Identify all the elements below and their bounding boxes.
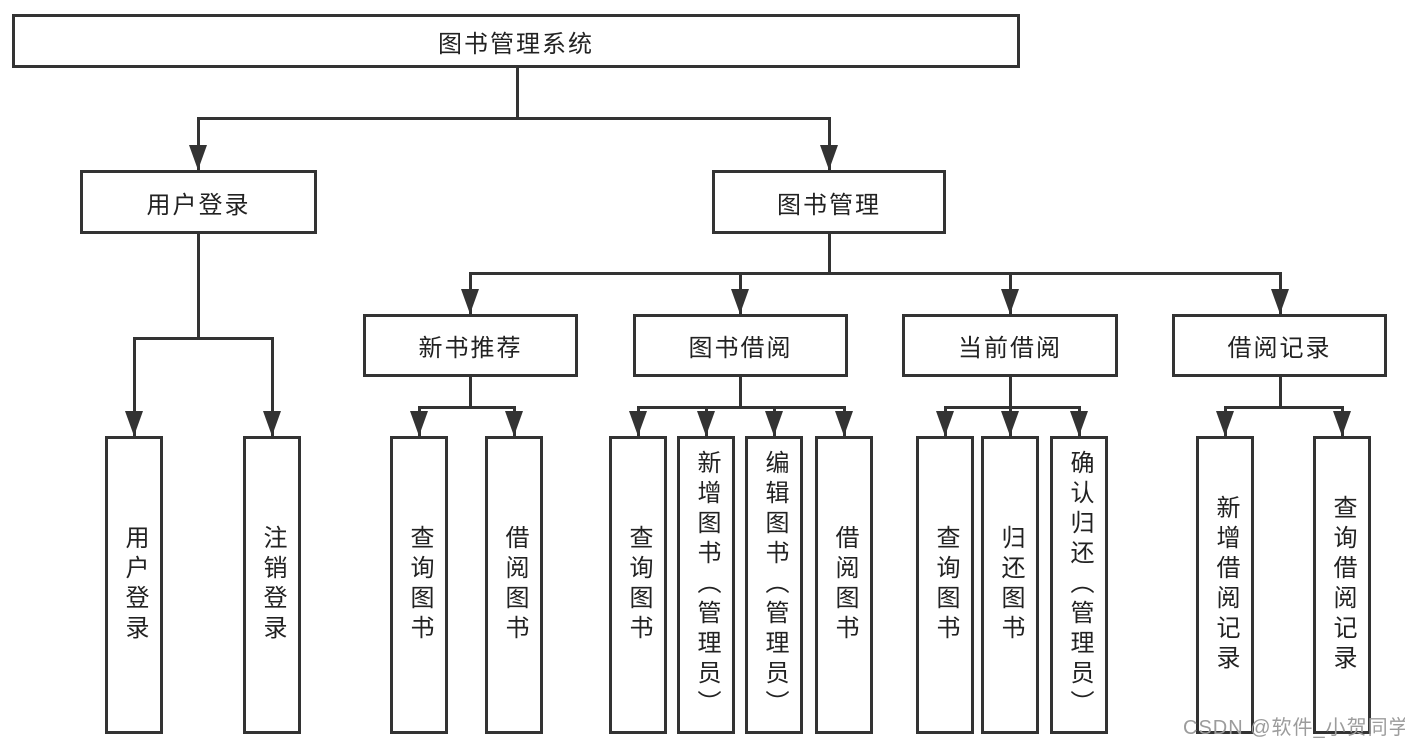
arrowhead-down [1001, 411, 1019, 436]
connector-new-book-rec-bar [418, 406, 516, 409]
node-book-mgmt-label: 图书管理 [777, 191, 881, 219]
connector-book-borrow-stem [739, 377, 742, 409]
connector-borrow-record-bar [1224, 406, 1343, 409]
leaf-label: 查询图书 [406, 525, 433, 645]
connector-book-mgmt-stem [828, 234, 831, 275]
connector-book-mgmt-bar [469, 272, 1281, 275]
connector-book-borrow-bar [637, 406, 845, 409]
arrowhead-down [1001, 289, 1019, 314]
leaf-label: 用户登录 [121, 525, 148, 645]
node-leaf-rec-query-books: 查询图书 [390, 436, 448, 734]
arrowhead-down [765, 411, 783, 436]
node-root-label: 图书管理系统 [438, 30, 594, 58]
leaf-label: 注销登录 [259, 525, 286, 645]
arrowhead-down [731, 289, 749, 314]
connector-root-bar [197, 117, 830, 120]
node-leaf-bb-borrow-books: 借阅图书 [815, 436, 873, 734]
node-leaf-bb-query-books: 查询图书 [609, 436, 667, 734]
leaf-label: 查询图书 [625, 525, 652, 645]
arrowhead-down [125, 411, 143, 436]
leaf-label: 查询图书 [932, 525, 959, 645]
arrowhead-down [697, 411, 715, 436]
arrowhead-down [505, 411, 523, 436]
node-user-login: 用户登录 [80, 170, 317, 234]
node-borrow-record: 借阅记录 [1172, 314, 1387, 377]
node-leaf-cb-query-books: 查询图书 [916, 436, 974, 734]
node-leaf-cb-confirm-return: 确认归还（管理员） [1050, 436, 1108, 734]
node-root: 图书管理系统 [12, 14, 1020, 68]
connector-user-login-stem [197, 234, 200, 337]
node-leaf-br-add-record: 新增借阅记录 [1196, 436, 1254, 734]
arrowhead-down [461, 289, 479, 314]
leaf-label: 编辑图书（管理员） [761, 450, 788, 720]
node-book-mgmt: 图书管理 [712, 170, 946, 234]
leaf-label: 新增借阅记录 [1212, 495, 1239, 675]
node-borrow-record-label: 借阅记录 [1227, 335, 1332, 362]
connector-current-borrow-bar [944, 406, 1080, 409]
connector-current-borrow-stem [1009, 377, 1012, 409]
arrowhead-down [629, 411, 647, 436]
node-leaf-bb-add-books: 新增图书（管理员） [677, 436, 735, 734]
arrowhead-down [820, 145, 838, 170]
arrowhead-down [1070, 411, 1088, 436]
leaf-label: 归还图书 [997, 525, 1024, 645]
connector-root-drop-left [197, 117, 200, 170]
node-book-borrow-label: 图书借阅 [688, 335, 793, 362]
node-user-login-label: 用户登录 [146, 191, 251, 219]
arrowhead-down [1271, 289, 1289, 314]
connector-user-login-drop-1 [133, 337, 136, 436]
node-leaf-bb-edit-books: 编辑图书（管理员） [745, 436, 803, 734]
leaf-label: 新增图书（管理员） [693, 450, 720, 720]
node-new-book-rec-label: 新书推荐 [418, 335, 523, 362]
leaf-label: 借阅图书 [831, 525, 858, 645]
arrowhead-down [835, 411, 853, 436]
leaf-label: 查询借阅记录 [1329, 495, 1356, 675]
node-leaf-rec-borrow-books: 借阅图书 [485, 436, 543, 734]
connector-root-drop-right [828, 117, 831, 170]
arrowhead-down [1216, 411, 1234, 436]
watermark: CSDN @软件_小贺同学 [1183, 717, 1405, 739]
arrowhead-down [189, 145, 207, 170]
node-current-borrow-label: 当前借阅 [958, 335, 1062, 362]
arrowhead-down [410, 411, 428, 436]
arrowhead-down [936, 411, 954, 436]
node-book-borrow: 图书借阅 [633, 314, 848, 377]
connector-user-login-drop-2 [271, 337, 274, 436]
node-current-borrow: 当前借阅 [902, 314, 1118, 377]
leaf-label: 借阅图书 [501, 525, 528, 645]
connector-root-stem [516, 68, 519, 119]
node-leaf-cb-return-books: 归还图书 [981, 436, 1039, 734]
node-leaf-user-login: 用户登录 [105, 436, 163, 734]
connector-user-login-bar [133, 337, 274, 340]
connector-borrow-record-stem [1279, 377, 1282, 409]
arrowhead-down [1333, 411, 1351, 436]
arrowhead-down [263, 411, 281, 436]
connector-new-book-rec-stem [469, 377, 472, 409]
leaf-label: 确认归还（管理员） [1066, 450, 1093, 720]
node-new-book-rec: 新书推荐 [363, 314, 578, 377]
node-leaf-logout: 注销登录 [243, 436, 301, 734]
node-leaf-br-query-record: 查询借阅记录 [1313, 436, 1371, 734]
